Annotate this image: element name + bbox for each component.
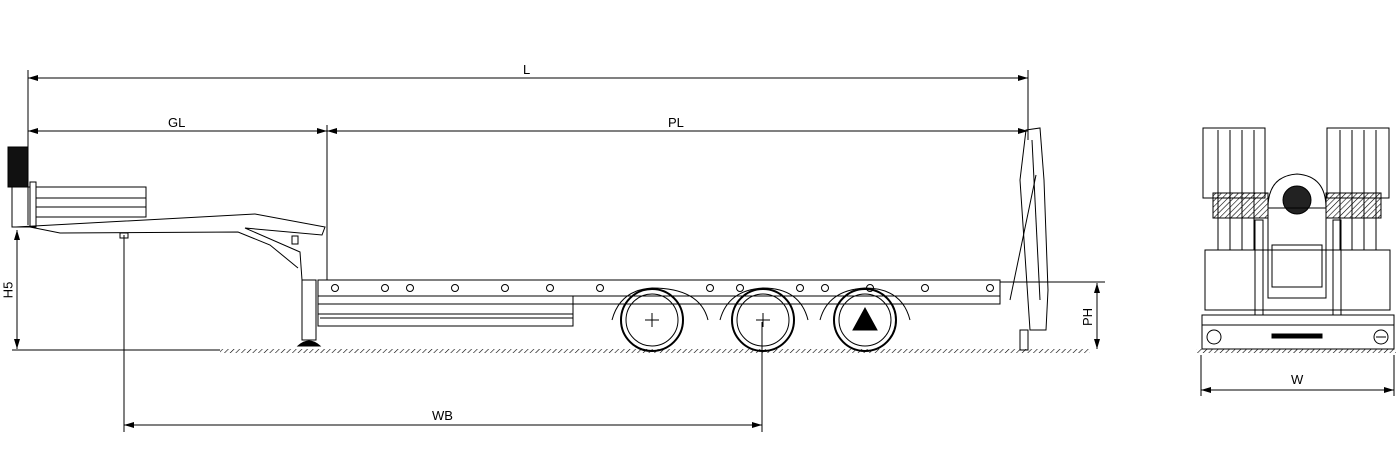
tie-down-ring [501,284,509,292]
dim-label-ph: PH [1080,307,1096,327]
tie-down-ring [736,284,744,292]
tie-down-ring [866,284,874,292]
tie-down-ring [596,284,604,292]
dim-label-pl: PL [668,115,684,130]
low-bed [317,279,1001,327]
tie-down-ring [406,284,414,292]
ground-front [1196,349,1396,353]
tie-down-ring [921,284,929,292]
rear-ramp [1009,127,1049,351]
wheel-2 [731,288,795,352]
dim-label-w: W [1291,372,1304,387]
tie-down-ring [331,284,339,292]
tie-down-ring [451,284,459,292]
dimension-lines [12,70,1395,432]
landing-gear [296,279,322,347]
wheel-3-lift-axle [833,288,897,352]
wheel-1 [620,288,684,352]
gooseneck [7,146,326,281]
dim-label-l: L [523,62,531,77]
tie-down-ring [381,284,389,292]
tie-down-ring [986,284,994,292]
dim-label-wb: WB [432,408,453,423]
dim-label-h5: H5 [0,281,16,299]
tie-down-points [331,284,994,292]
dim-label-gl: GL [168,115,186,130]
tie-down-ring [706,284,714,292]
tie-down-ring [821,284,829,292]
front-view [1201,127,1395,350]
tie-down-ring [796,284,804,292]
tie-down-ring [546,284,554,292]
